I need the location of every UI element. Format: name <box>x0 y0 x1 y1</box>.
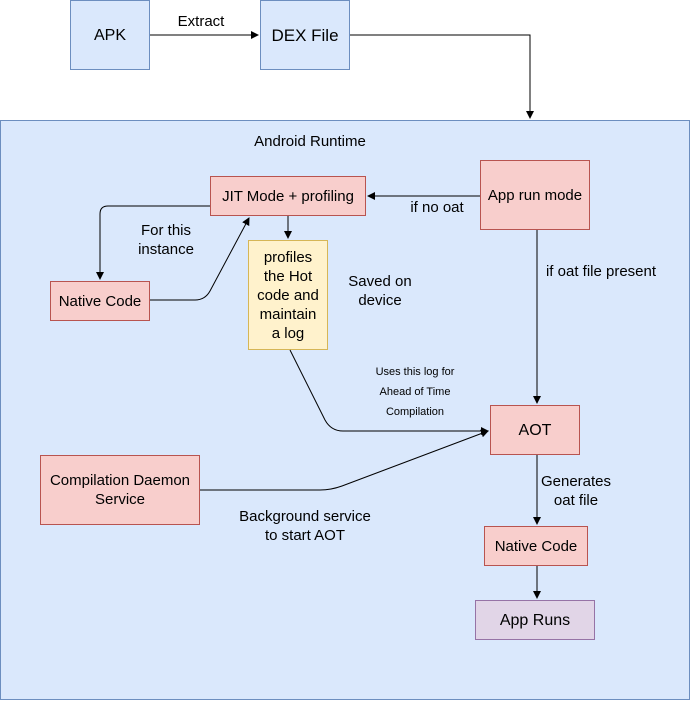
for-this-instance-label: For this instance <box>138 222 194 258</box>
android-runtime-title: Android Runtime <box>254 133 366 150</box>
app-run-mode-node[interactable]: App run mode <box>480 160 590 230</box>
apk-node[interactable]: APK <box>70 0 150 70</box>
extract-label: Extract <box>177 13 225 30</box>
background-service-label: Background service to start AOT <box>239 508 371 544</box>
uses-log-label: Uses this log for Ahead of Time Compilat… <box>375 366 455 418</box>
generates-oat-label: Generates oat file <box>540 473 612 509</box>
dex-file-node[interactable]: DEX File <box>260 0 350 70</box>
if-oat-present-label: if oat file present <box>545 263 657 280</box>
saved-on-device-label: Saved on device <box>348 273 412 309</box>
edge-dex-to-runtime <box>350 34 534 119</box>
profiles-log-node[interactable]: profiles the Hot code and maintain a log <box>248 240 328 350</box>
native-code-left-node[interactable]: Native Code <box>50 281 150 321</box>
jit-mode-node[interactable]: JIT Mode + profiling <box>210 176 366 216</box>
compilation-daemon-node[interactable]: Compilation Daemon Service <box>40 455 200 525</box>
native-code-bottom-node[interactable]: Native Code <box>484 526 588 566</box>
app-runs-node[interactable]: App Runs <box>475 600 595 640</box>
if-no-oat-label: if no oat <box>410 199 464 216</box>
aot-node[interactable]: AOT <box>490 405 580 455</box>
